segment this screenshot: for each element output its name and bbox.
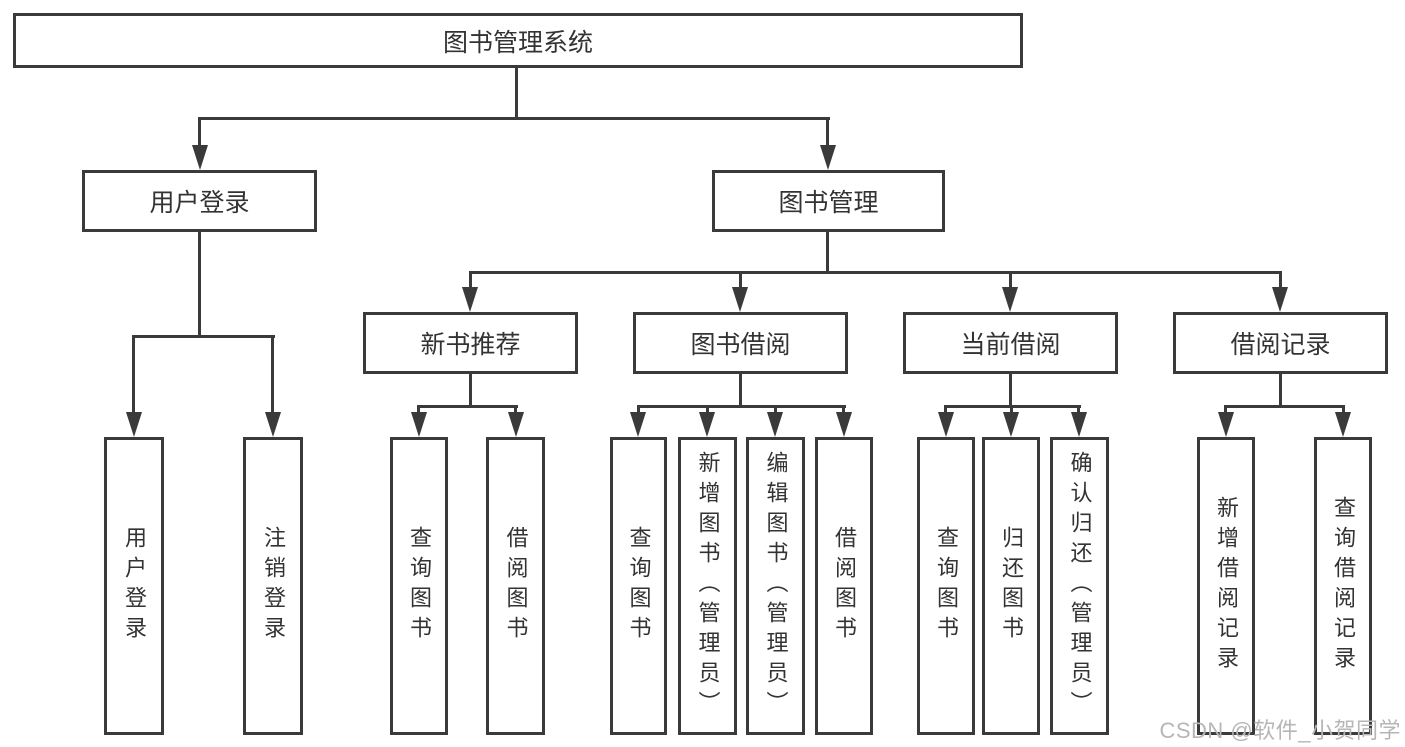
connector-vline (469, 372, 472, 407)
node-book-borrowing-label: 图书借阅 (690, 331, 791, 359)
connector-stem (1279, 271, 1282, 292)
connector-stem (1009, 271, 1012, 292)
leaf-borrowing-add-books-admin: 新增图书（管理员） (678, 437, 737, 735)
node-new-book-recommend: 新书推荐 (363, 312, 578, 374)
connector-vline (515, 66, 518, 120)
arrowhead-down-icon (1003, 412, 1019, 437)
arrowhead-down-icon (630, 412, 646, 437)
leaf-recommend-borrow-books-label: 借阅图书 (503, 526, 529, 646)
node-user-login: 用户登录 (82, 170, 317, 232)
connector-vline (826, 230, 829, 273)
connector-stem (842, 405, 845, 417)
leaf-current-confirm-return-admin: 确认归还（管理员） (1050, 437, 1109, 735)
leaf-current-return-books: 归还图书 (982, 437, 1040, 735)
connector-stem (514, 405, 517, 417)
arrowhead-down-icon (265, 412, 281, 437)
arrowhead-down-icon (1071, 412, 1087, 437)
leaf-current-confirm-return-admin-label: 确认归还（管理员） (1067, 451, 1093, 721)
leaf-logout: 注销登录 (243, 437, 303, 735)
leaf-borrowing-borrow-books-label: 借阅图书 (832, 526, 857, 646)
leaf-recommend-borrow-books: 借阅图书 (486, 437, 545, 735)
arrowhead-down-icon (462, 287, 478, 312)
connector-stem (706, 405, 709, 417)
connector-vline (739, 372, 742, 407)
connector-stem (271, 335, 274, 417)
connector-stem (944, 405, 947, 417)
connector-stem (774, 405, 777, 417)
connector-stem (826, 117, 829, 150)
arrowhead-down-icon (126, 412, 142, 437)
node-current-borrowing-label: 当前借阅 (960, 331, 1061, 359)
arrowhead-down-icon (699, 412, 715, 437)
node-root: 图书管理系统 (13, 13, 1023, 68)
leaf-user-login: 用户登录 (104, 437, 164, 735)
node-current-borrowing: 当前借阅 (903, 312, 1118, 374)
arrowhead-down-icon (1218, 412, 1234, 437)
leaf-borrowing-edit-books-admin: 编辑图书（管理员） (746, 437, 805, 735)
node-user-login-label: 用户登录 (149, 189, 250, 217)
arrowhead-down-icon (508, 412, 524, 437)
connector-hline (198, 117, 830, 120)
arrowhead-down-icon (836, 412, 852, 437)
leaf-current-return-books-label: 归还图书 (999, 526, 1024, 646)
connector-hline (469, 271, 1282, 274)
connector-stem (417, 405, 420, 417)
connector-stem (1342, 405, 1345, 417)
connector-vline (1009, 372, 1012, 407)
connector-stem (469, 271, 472, 292)
connector-hline (132, 335, 275, 338)
node-book-borrowing: 图书借阅 (633, 312, 848, 374)
node-book-management-label: 图书管理 (778, 189, 879, 217)
leaf-user-login-label: 用户登录 (122, 526, 147, 646)
arrowhead-down-icon (192, 145, 208, 170)
leaf-borrowing-query-books: 查询图书 (610, 437, 667, 735)
connector-stem (198, 117, 201, 150)
arrowhead-down-icon (938, 412, 954, 437)
connector-vline (1279, 372, 1282, 407)
arrowhead-down-icon (1272, 287, 1288, 312)
node-root-label: 图书管理系统 (442, 28, 593, 57)
node-borrowing-records: 借阅记录 (1173, 312, 1388, 374)
leaf-current-query-books: 查询图书 (917, 437, 975, 735)
leaf-current-query-books-label: 查询图书 (934, 526, 959, 646)
connector-stem (1224, 405, 1227, 417)
node-new-book-recommend-label: 新书推荐 (420, 331, 521, 359)
connector-stem (637, 405, 640, 417)
leaf-logout-label: 注销登录 (261, 526, 286, 646)
leaf-records-query-borrow-record-label: 查询借阅记录 (1331, 496, 1356, 676)
node-book-management: 图书管理 (712, 170, 945, 232)
connector-hline (417, 405, 518, 408)
leaf-recommend-query-books: 查询图书 (390, 437, 448, 735)
connector-stem (1010, 405, 1013, 417)
leaf-records-query-borrow-record: 查询借阅记录 (1314, 437, 1372, 735)
csdn-watermark: CSDN @软件_小贺同学 (1159, 718, 1401, 743)
connector-stem (739, 271, 742, 292)
arrowhead-down-icon (767, 412, 783, 437)
leaf-records-add-borrow-record: 新增借阅记录 (1197, 437, 1255, 735)
leaf-borrowing-add-books-admin-label: 新增图书（管理员） (695, 451, 721, 721)
leaf-borrowing-query-books-label: 查询图书 (626, 526, 652, 646)
node-borrowing-records-label: 借阅记录 (1230, 331, 1331, 359)
arrowhead-down-icon (411, 412, 427, 437)
arrowhead-down-icon (1335, 412, 1351, 437)
connector-stem (132, 335, 135, 417)
connector-stem (1077, 405, 1080, 417)
arrowhead-down-icon (732, 287, 748, 312)
connector-vline (198, 230, 201, 337)
connector-hline (637, 405, 846, 408)
leaf-recommend-query-books-label: 查询图书 (407, 526, 432, 646)
leaf-records-add-borrow-record-label: 新增借阅记录 (1214, 496, 1239, 676)
leaf-borrowing-borrow-books: 借阅图书 (815, 437, 873, 735)
arrowhead-down-icon (820, 145, 836, 170)
connector-hline (1224, 405, 1345, 408)
arrowhead-down-icon (1002, 287, 1018, 312)
leaf-borrowing-edit-books-admin-label: 编辑图书（管理员） (763, 451, 789, 721)
